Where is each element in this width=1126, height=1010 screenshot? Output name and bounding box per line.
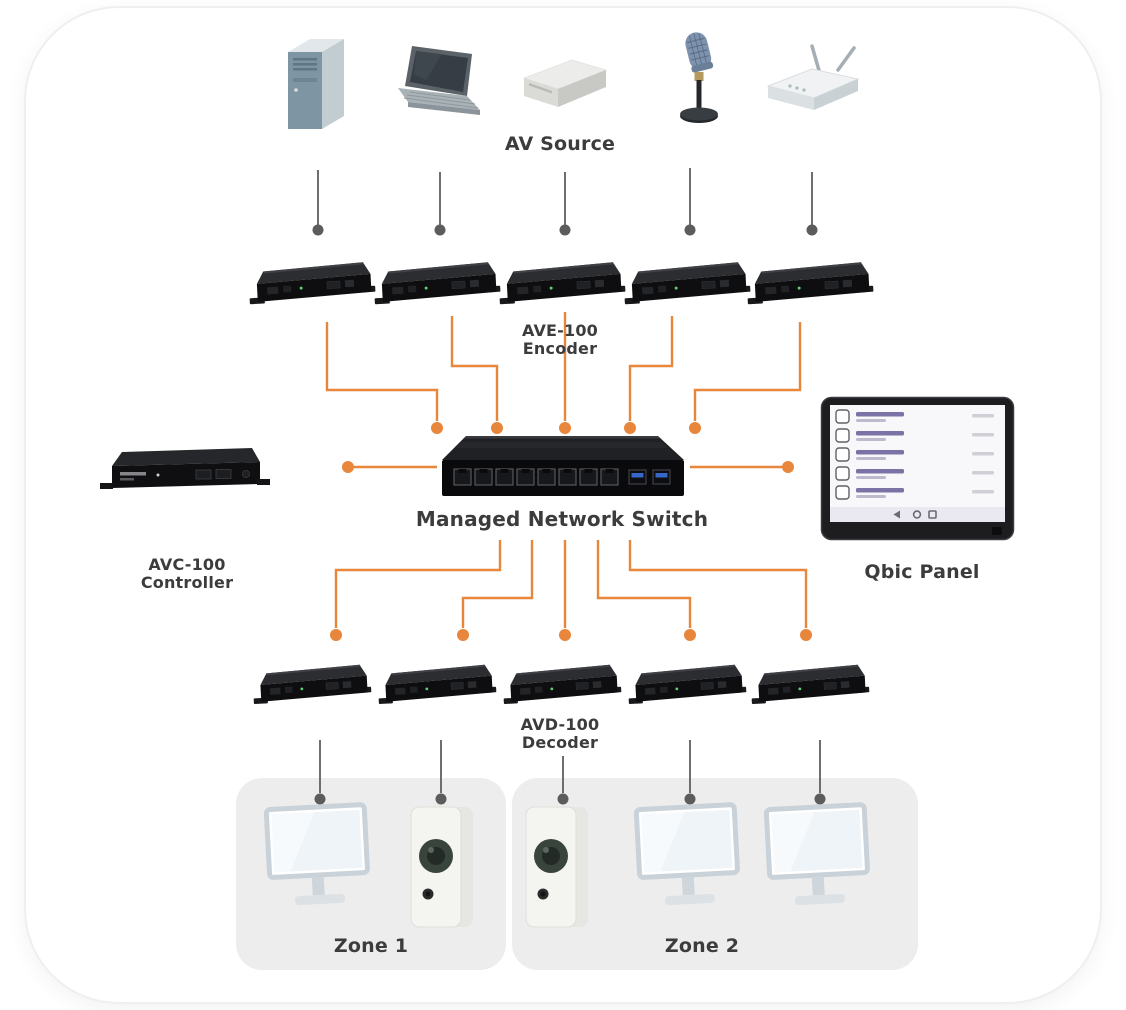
av-source-label: AV Source (504, 133, 616, 155)
switch-label: Managed Network Switch (415, 507, 709, 531)
laptop-icon (390, 42, 490, 132)
encoder-device-2 (372, 254, 502, 316)
controller-label-model: AVC-100 (148, 555, 226, 574)
controller-label: AVC-100 Controller (87, 556, 287, 592)
encoder-device-3 (497, 254, 627, 316)
controller-to-switch-link (342, 461, 437, 473)
encoder-device-5 (745, 254, 875, 316)
encoder-label-model: AVE-100 (521, 321, 599, 340)
encoder-label: AVE-100 Encoder (460, 322, 660, 358)
zone-2-label: Zone 2 (664, 935, 740, 957)
zone2-display-icon-1 (632, 800, 747, 925)
encoder-device-4 (622, 254, 752, 316)
switch-to-panel-link (690, 461, 794, 473)
encoder-to-switch-links (325, 312, 802, 434)
decoder-label-model: AVD-100 (520, 715, 600, 734)
encoder-label-type: Encoder (522, 338, 598, 358)
decoder-device-2 (376, 657, 498, 715)
media-player-icon (512, 52, 617, 122)
desktop-tower-icon (272, 34, 357, 139)
zone2-display-icon-2 (762, 800, 877, 925)
zone1-speaker-icon (398, 802, 488, 937)
qbic-panel-tablet (820, 396, 1015, 541)
zone1-display-icon (262, 800, 377, 925)
decoder-label-type: Decoder (521, 732, 599, 752)
network-switch-device (432, 428, 692, 506)
decoder-label: AVD-100 Decoder (460, 716, 660, 752)
decoder-device-4 (626, 657, 748, 715)
controller-device (100, 438, 270, 508)
encoder-device-1 (247, 254, 377, 316)
decoder-to-output-links (314, 740, 826, 805)
controller-label-type: Controller (140, 572, 234, 592)
source-to-encoder-links (312, 168, 818, 236)
panel-label: Qbic Panel (864, 561, 980, 583)
zone-1-label: Zone 1 (333, 935, 409, 957)
decoder-device-5 (749, 657, 871, 715)
zone2-speaker-icon (513, 802, 603, 937)
decoder-device-1 (251, 657, 373, 715)
switch-to-decoder-links (330, 540, 812, 641)
decoder-device-3 (501, 657, 623, 715)
wireless-router-icon (754, 42, 869, 122)
microphone-icon (662, 28, 737, 138)
